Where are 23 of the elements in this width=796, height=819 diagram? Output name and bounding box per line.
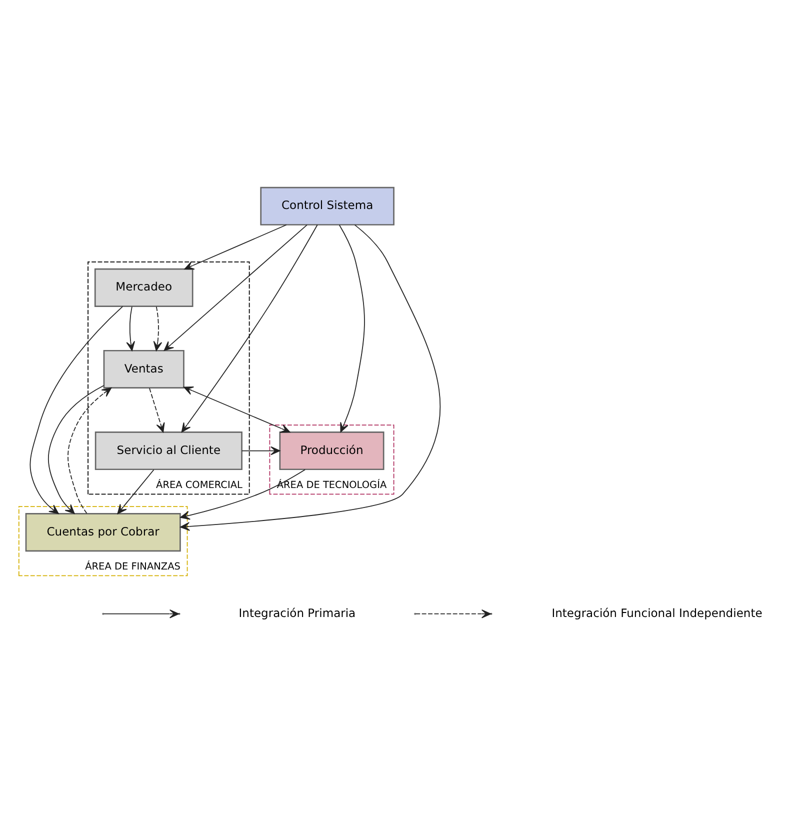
node-box: Ventas [103,349,184,388]
arrow [180,468,306,520]
arrow [68,387,112,514]
node-box: Control Sistema [260,186,394,225]
arrow [180,224,441,530]
arrow [184,386,290,432]
arrow [242,446,280,455]
arrow [184,224,287,270]
arrow [30,306,124,514]
node-box: Servicio al Cliente [94,430,242,470]
arrow [117,468,154,514]
arrow [338,224,365,432]
arrow [164,224,308,350]
node-box: Mercadeo [94,268,194,306]
legend-label: Integración Funcional Independiente [552,605,762,620]
arrow [149,387,165,432]
node-box: Cuentas por Cobrar [25,512,181,552]
node-box: Producción [279,430,384,470]
arrow [153,306,162,351]
arrow [181,224,318,432]
arrow [48,384,104,514]
arrow [126,306,135,351]
legend-label: Integración Primaria [238,605,356,620]
